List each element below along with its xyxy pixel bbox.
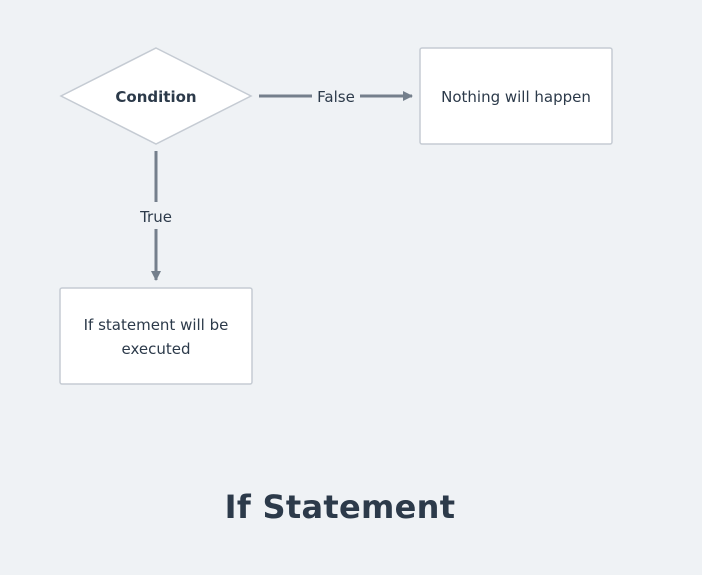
false-edge: False [259,88,413,106]
nothing-node: Nothing will happen [419,47,613,145]
executed-label-line-1: If statement will be [84,316,229,334]
condition-node: Condition [59,47,253,145]
condition-label: Condition [115,88,196,106]
diagram-title: If Statement [224,488,456,526]
executed-node: If statement will be executed [59,287,253,385]
true-edge: True [139,151,172,281]
false-edge-label: False [317,88,355,106]
nothing-label: Nothing will happen [441,88,591,106]
true-edge-label: True [139,208,172,226]
executed-label-line-2: executed [122,340,191,358]
